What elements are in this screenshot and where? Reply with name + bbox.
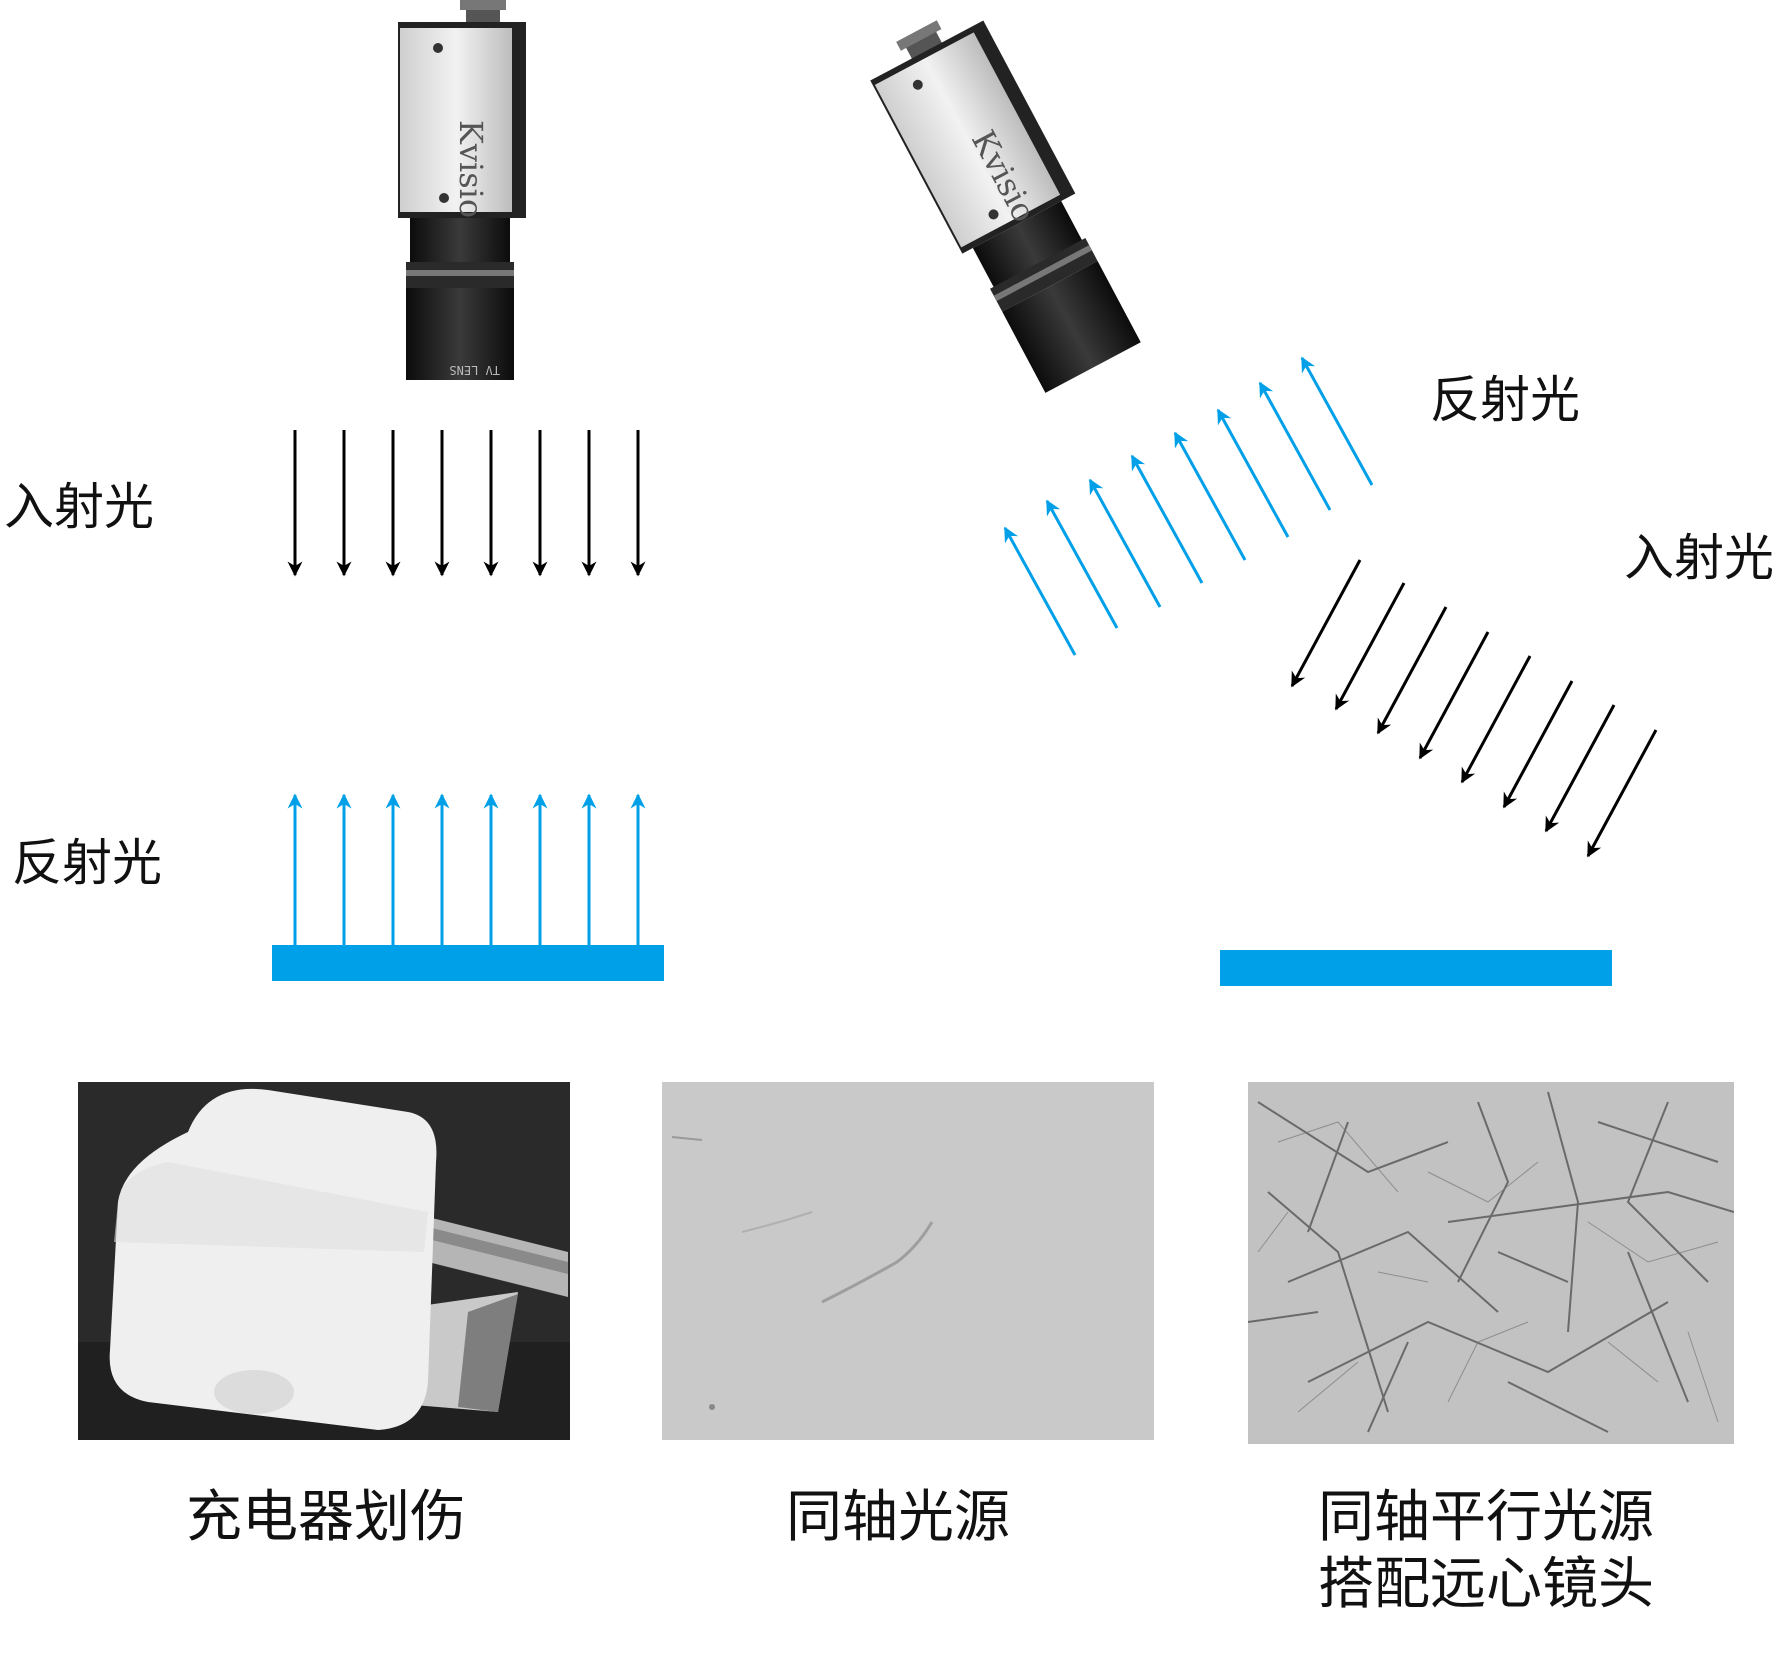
- reflected-arrow: [1175, 433, 1245, 560]
- right-reflected-label: 反射光: [1430, 375, 1580, 425]
- camera-left-lens-text: TV LENS: [449, 363, 500, 377]
- reflected-arrow: [1302, 358, 1372, 485]
- reflected-arrow: [1047, 501, 1117, 628]
- right-reflected-arrows: [1005, 358, 1372, 655]
- camera-right: Kvision: [860, 1, 1151, 397]
- caption-charger: 充电器划伤: [186, 1484, 466, 1551]
- caption-coaxial: 同轴光源: [786, 1484, 1010, 1551]
- reflected-arrow: [1005, 528, 1075, 655]
- incident-arrow: [1462, 656, 1530, 782]
- camera-left: Kvision TV LENS: [398, 0, 526, 380]
- left-incident-label: 入射光: [4, 482, 154, 532]
- right-surface: [1220, 950, 1612, 986]
- reflected-arrow: [1260, 383, 1330, 510]
- incident-arrow: [1378, 607, 1446, 733]
- left-incident-arrows: [295, 430, 638, 575]
- right-incident-arrows: [1292, 560, 1656, 856]
- incident-arrow: [1420, 632, 1488, 758]
- charger-photo: [78, 1082, 570, 1440]
- caption-telecentric: 同轴平行光源 搭配远心镜头: [1318, 1484, 1654, 1618]
- reflected-arrow: [1218, 410, 1288, 537]
- left-reflected-arrows: [295, 795, 638, 945]
- caption-telecentric-line1: 同轴平行光源: [1318, 1484, 1654, 1551]
- incident-arrow: [1292, 560, 1360, 686]
- caption-telecentric-line2: 搭配远心镜头: [1318, 1551, 1654, 1618]
- telecentric-photo: [1248, 1082, 1734, 1444]
- coaxial-light-photo: [662, 1082, 1154, 1440]
- left-surface: [272, 945, 664, 981]
- reflected-arrow: [1132, 456, 1202, 583]
- incident-arrow: [1504, 681, 1572, 807]
- reflected-arrow: [1090, 480, 1160, 607]
- incident-arrow: [1588, 730, 1656, 856]
- right-incident-label: 入射光: [1624, 533, 1774, 583]
- incident-arrow: [1546, 705, 1614, 831]
- incident-arrow: [1336, 583, 1404, 709]
- left-reflected-label: 反射光: [12, 838, 162, 888]
- scratch-texture: [1248, 1082, 1734, 1444]
